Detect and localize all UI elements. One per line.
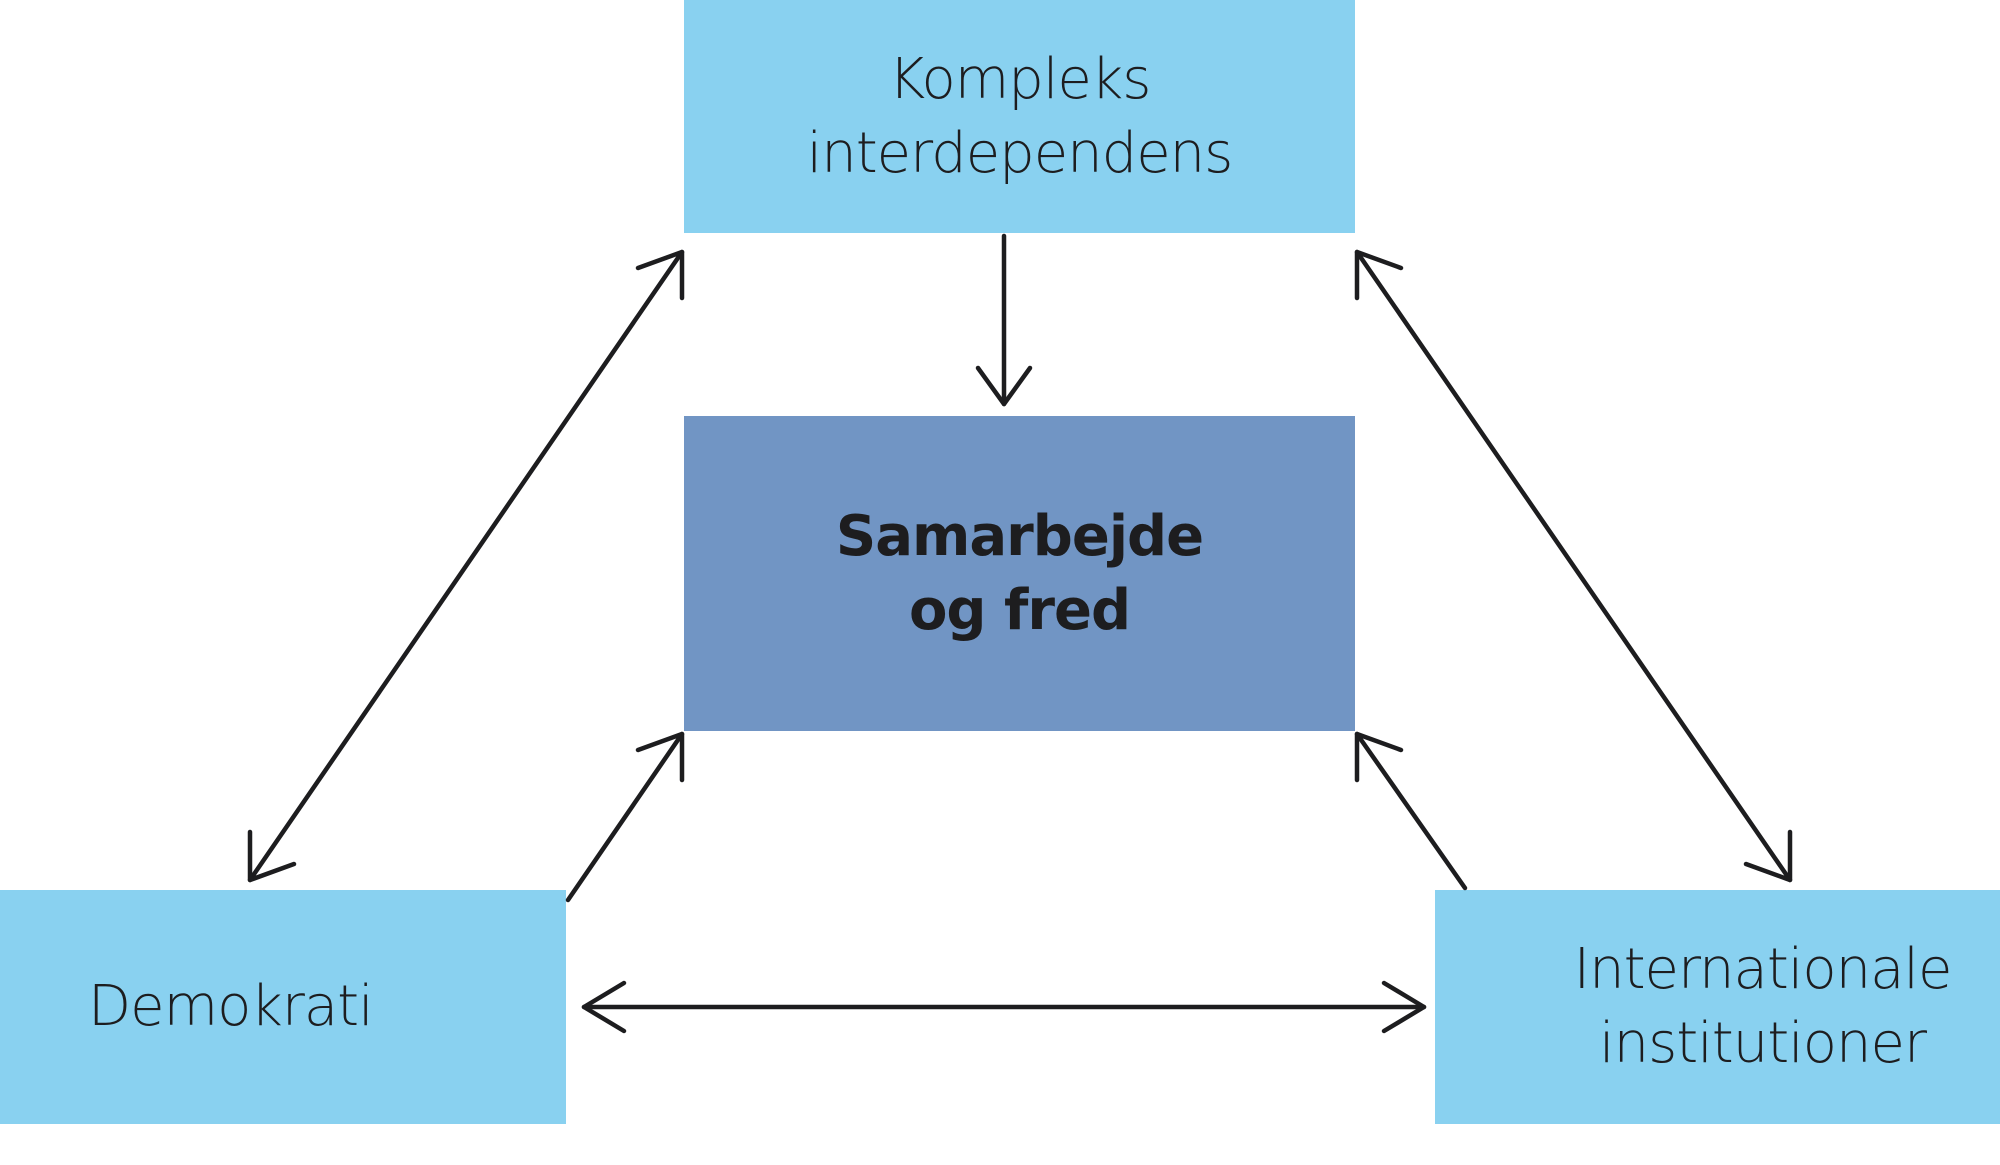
node-label: Kompleks interdependens — [806, 43, 1234, 191]
arrow-right-to-center — [1354, 731, 1468, 891]
node-demokrati: Demokrati — [0, 890, 566, 1124]
label-line: Kompleks — [888, 46, 1152, 112]
label-line: og fred — [908, 577, 1131, 643]
node-label: Samarbejde og fred — [835, 500, 1204, 648]
node-samarbejde-og-fred: Samarbejde og fred — [684, 416, 1355, 731]
node-internationale-institutioner: Internationale institutioner — [1435, 890, 2000, 1124]
label-line: Internationale — [1573, 937, 1953, 1002]
arrow-top-left-bidirectional — [247, 249, 685, 883]
label-line: interdependens — [806, 120, 1234, 186]
label-line: Demokrati — [88, 974, 374, 1039]
arrow-top-right-bidirectional — [1354, 249, 1793, 883]
label-line: institutioner — [1599, 1011, 1927, 1076]
arrow-top-to-center — [975, 233, 1033, 407]
label-line: Samarbejde — [835, 503, 1204, 569]
arrow-left-to-center — [565, 731, 685, 903]
node-label: Internationale institutioner — [1573, 933, 1953, 1081]
node-label: Demokrati — [88, 970, 374, 1044]
arrow-left-right-bidirectional — [581, 980, 1427, 1034]
node-kompleks-interdependens: Kompleks interdependens — [684, 0, 1355, 233]
